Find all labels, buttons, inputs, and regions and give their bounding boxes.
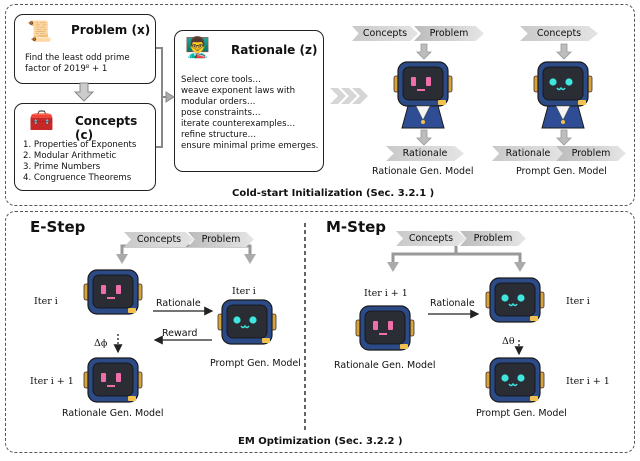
cold-start-panel — [5, 4, 635, 206]
estep-robot-rationale-next — [83, 356, 146, 412]
estep-title: E-Step — [30, 218, 86, 236]
mstep-robot-prompt-next — [485, 356, 548, 412]
concept-item: 3. Prime Numbers — [23, 162, 101, 172]
toolbox-icon: 🧰 — [29, 108, 54, 132]
rationale-line: Select core tools… — [181, 75, 261, 85]
estep-reward-label: Reward — [162, 328, 198, 339]
rationale-line: modular orders… — [181, 97, 256, 107]
teacher-icon: 👨‍🏫 — [185, 35, 210, 59]
robot-prompt-top — [533, 60, 596, 134]
mstep-caption-rationale: Rationale Gen. Model — [334, 360, 436, 371]
estep-tag-concepts: Concepts — [124, 232, 194, 247]
problem-text-2: factor of 2019⁸ + 1 — [25, 64, 108, 74]
mstep-iter-i1-left: Iter i + 1 — [364, 288, 408, 299]
robot-rationale-top — [393, 60, 456, 134]
rationale-line: ensure minimal prime emerges. — [181, 141, 319, 151]
estep-iter-i1: Iter i + 1 — [30, 376, 74, 387]
tag-rationale: Rationale — [386, 146, 464, 161]
tag-concepts: Concepts — [352, 26, 418, 41]
tag-problem: Problem — [414, 26, 484, 41]
mstep-caption-prompt: Prompt Gen. Model — [476, 408, 567, 419]
estep-robot-prompt — [217, 298, 280, 354]
mstep-tag-problem: Problem — [460, 231, 526, 246]
estep-rationale-label: Rationale — [156, 298, 201, 309]
estep-iter-i: Iter i — [34, 296, 58, 307]
concepts-box: 🧰 Concepts (c) 1. Properties of Exponent… — [14, 103, 156, 191]
concept-item: 2. Modular Arithmetic — [23, 151, 117, 161]
caption-rationale-model-top: Rationale Gen. Model — [372, 166, 474, 177]
problem-text-1: Find the least odd prime — [25, 53, 130, 63]
estep-caption-rationale: Rationale Gen. Model — [62, 408, 164, 419]
rationale-title: Rationale (z) — [231, 43, 318, 57]
em-panel — [5, 211, 635, 453]
estep-caption-prompt: Prompt Gen. Model — [210, 358, 301, 369]
cold-start-label: Cold-start Initialization (Sec. 3.2.1 ) — [232, 188, 435, 199]
estep-tag-problem: Problem — [188, 232, 254, 247]
rationale-line: iterate counterexamples… — [181, 119, 296, 129]
rationale-line: refine structure… — [181, 130, 257, 140]
mstep-robot-prompt-iter — [485, 276, 548, 332]
concepts-title: Concepts (c) — [75, 114, 138, 142]
mstep-robot-rationale — [355, 304, 418, 360]
mstep-delta: Δθ — [502, 336, 515, 347]
concept-item: 4. Congruence Theorems — [23, 173, 132, 183]
estep-delta: Δϕ — [94, 338, 108, 349]
tag-problem-2: Problem — [556, 146, 626, 161]
arrow-problem-to-concepts — [73, 82, 95, 102]
rationale-line: pose constraints… — [181, 108, 261, 118]
rationale-line: weave exponent laws with — [181, 86, 296, 96]
mstep-iter-i: Iter i — [566, 296, 590, 307]
caption-prompt-model-top: Prompt Gen. Model — [516, 166, 607, 177]
estep-robot-rationale-iter — [83, 268, 146, 324]
em-label: EM Optimization (Sec. 3.2.2 ) — [238, 436, 403, 447]
mstep-title: M-Step — [326, 218, 387, 236]
concepts-list: 1. Properties of Exponents 2. Modular Ar… — [23, 140, 136, 184]
problem-title: Problem (x) — [71, 23, 151, 37]
scroll-icon: 📜 — [27, 19, 52, 43]
mstep-rationale-label: Rationale — [430, 298, 475, 309]
mstep-iter-i1-right: Iter i + 1 — [566, 376, 610, 387]
estep-iter-i-prompt: Iter i — [232, 286, 256, 297]
mstep-tag-concepts: Concepts — [396, 231, 466, 246]
tag-concepts-2: Concepts — [520, 26, 598, 41]
rationale-lines: Select core tools… weave exponent laws w… — [181, 75, 318, 152]
rationale-box: 👨‍🏫 Rationale (z) Select core tools… wea… — [174, 30, 324, 172]
tag-rationale-2: Rationale — [492, 146, 564, 161]
chevron-arrows — [330, 88, 368, 104]
concept-item: 1. Properties of Exponents — [23, 140, 137, 150]
